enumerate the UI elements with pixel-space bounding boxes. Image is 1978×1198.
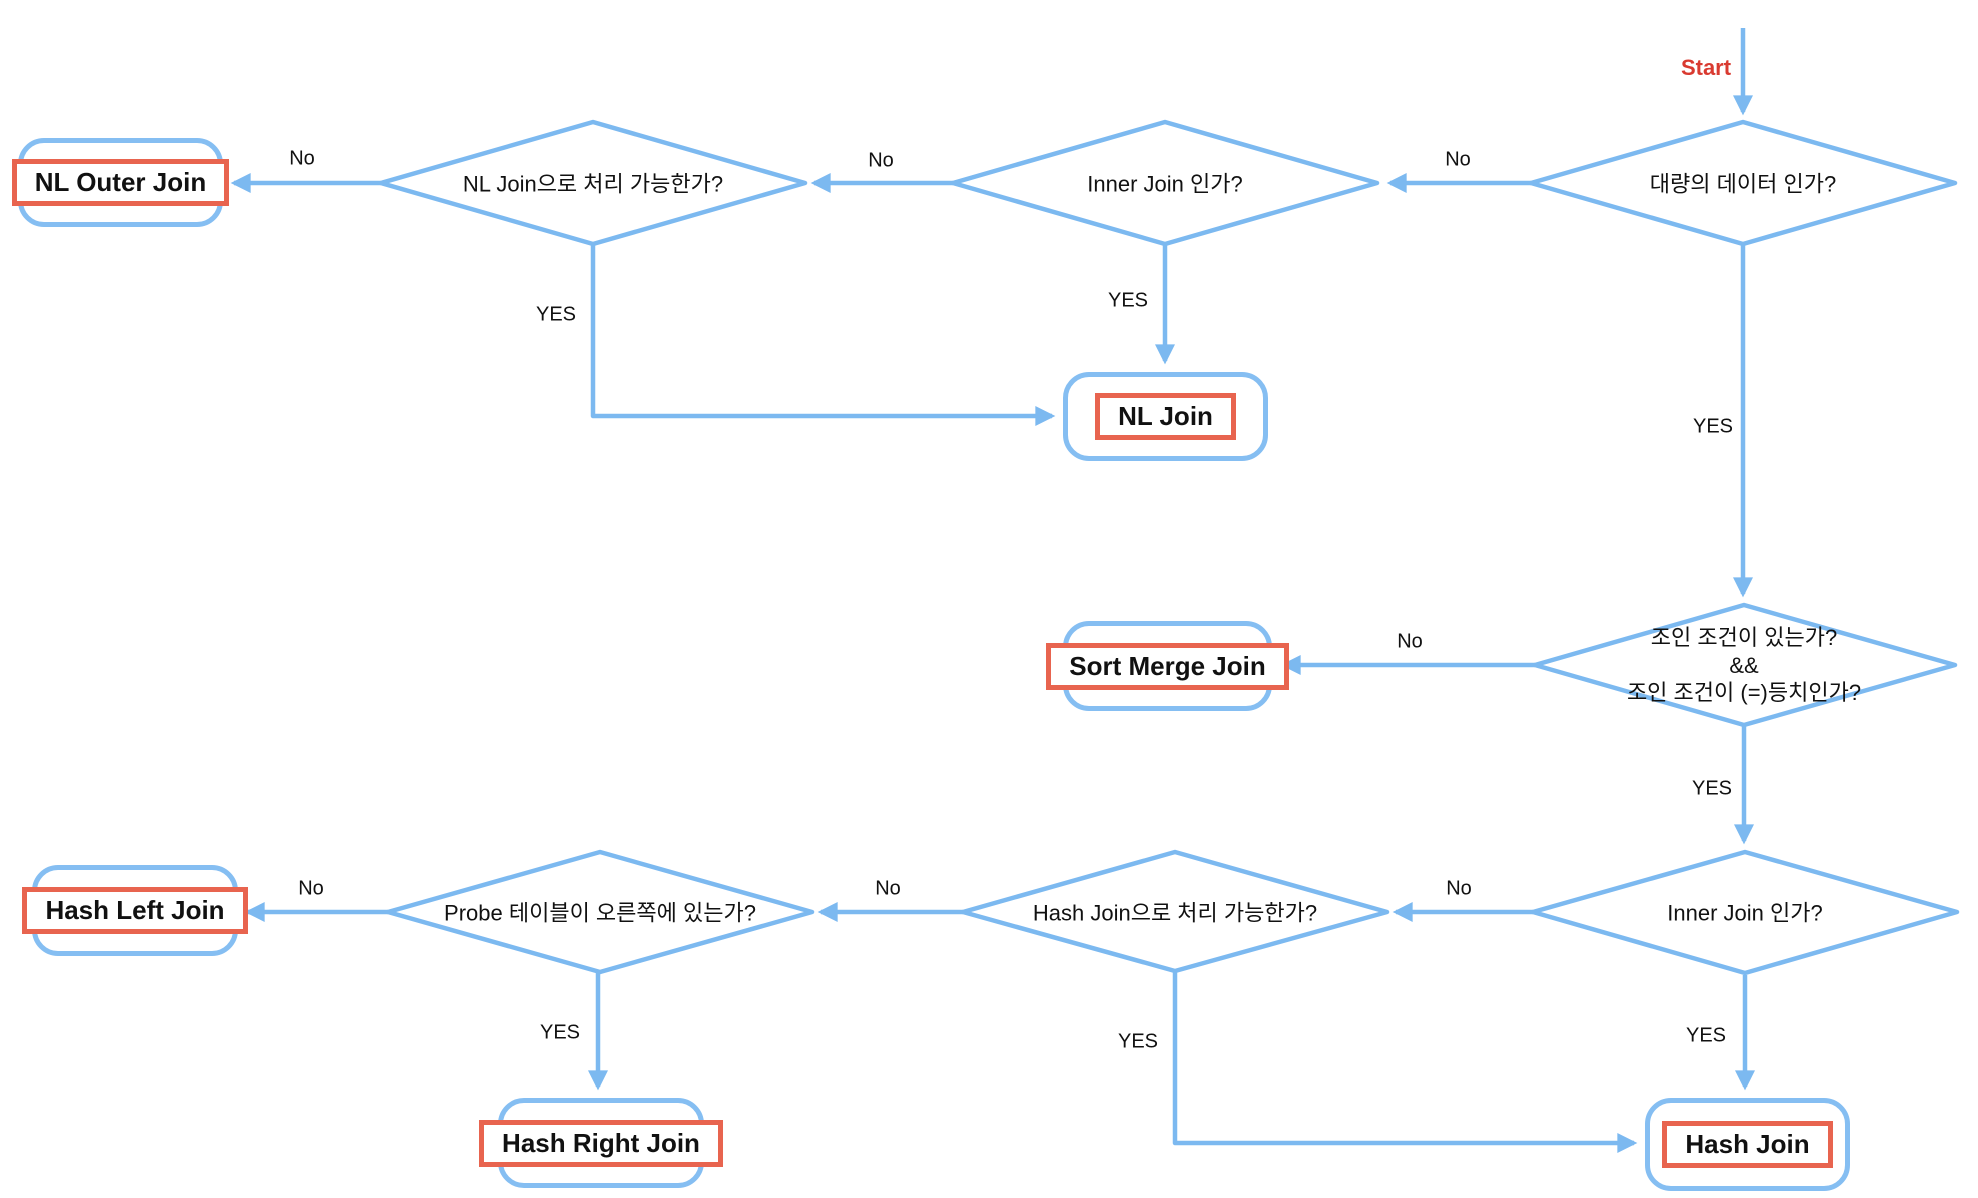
decision-inner-join-top-label: Inner Join 인가? bbox=[1087, 171, 1243, 197]
label-no-nl-join-possible: No bbox=[289, 147, 315, 170]
label-yes-probe-table-right: YES bbox=[539, 1021, 581, 1044]
result-nl-join-label: NL Join bbox=[1095, 393, 1236, 440]
label-yes-inner-join-top: YES bbox=[1107, 289, 1149, 312]
label-yes-hash-join-possible: YES bbox=[1117, 1030, 1159, 1053]
decision-hash-join-possible-label: Hash Join으로 처리 가능한가? bbox=[1032, 900, 1318, 926]
result-nl-outer-join: NL Outer Join bbox=[11, 138, 230, 227]
label-yes-nl-join-possible: YES bbox=[535, 303, 577, 326]
decision-nl-join-possible-label: NL Join으로 처리 가능한가? bbox=[462, 171, 724, 197]
result-sort-merge-join: Sort Merge Join bbox=[1046, 621, 1289, 711]
result-nl-join: NL Join bbox=[1063, 372, 1268, 461]
label-no-hash-join-possible: No bbox=[875, 877, 901, 900]
decision-join-condition-line1: 조인 조건이 있는가? bbox=[1650, 624, 1838, 650]
label-no-large-data: No bbox=[1445, 148, 1471, 171]
decision-inner-join-bottom-label: Inner Join 인가? bbox=[1667, 900, 1823, 926]
result-hash-left-join: Hash Left Join bbox=[22, 865, 248, 956]
decision-join-condition-line3: 조인 조건이 (=)등치인가? bbox=[1626, 679, 1862, 705]
decision-large-data-label: 대량의 데이터 인가? bbox=[1649, 171, 1837, 197]
label-yes-inner-join-bottom: YES bbox=[1685, 1024, 1727, 1047]
result-hash-join: Hash Join bbox=[1645, 1098, 1850, 1191]
decision-probe-table-right-label: Probe 테이블이 오른쪽에 있는가? bbox=[444, 900, 756, 926]
result-nl-outer-join-label: NL Outer Join bbox=[11, 159, 230, 206]
label-yes-large-data: YES bbox=[1692, 415, 1734, 438]
decision-inner-join-bottom-shape bbox=[1530, 849, 1960, 976]
edge-nl-join-possible-yes bbox=[590, 244, 1056, 426]
decision-join-condition-label: 조인 조건이 있는가? && 조인 조건이 (=)등치인가? bbox=[1534, 624, 1954, 707]
result-sort-merge-join-label: Sort Merge Join bbox=[1046, 642, 1289, 690]
label-no-inner-join-top: No bbox=[868, 149, 894, 172]
label-yes-join-condition: YES bbox=[1691, 777, 1733, 800]
result-hash-left-join-label: Hash Left Join bbox=[22, 887, 248, 934]
result-hash-join-label: Hash Join bbox=[1662, 1121, 1833, 1168]
label-no-inner-join-bottom: No bbox=[1446, 877, 1472, 900]
start-label: Start bbox=[1680, 55, 1732, 80]
edge-hash-join-possible-yes bbox=[1172, 971, 1638, 1153]
result-hash-right-join: Hash Right Join bbox=[479, 1098, 723, 1188]
label-no-probe-table-right: No bbox=[298, 877, 324, 900]
decision-join-condition-line2: && bbox=[1729, 652, 1759, 678]
label-no-join-condition: No bbox=[1397, 630, 1423, 653]
result-hash-right-join-label: Hash Right Join bbox=[479, 1119, 723, 1167]
